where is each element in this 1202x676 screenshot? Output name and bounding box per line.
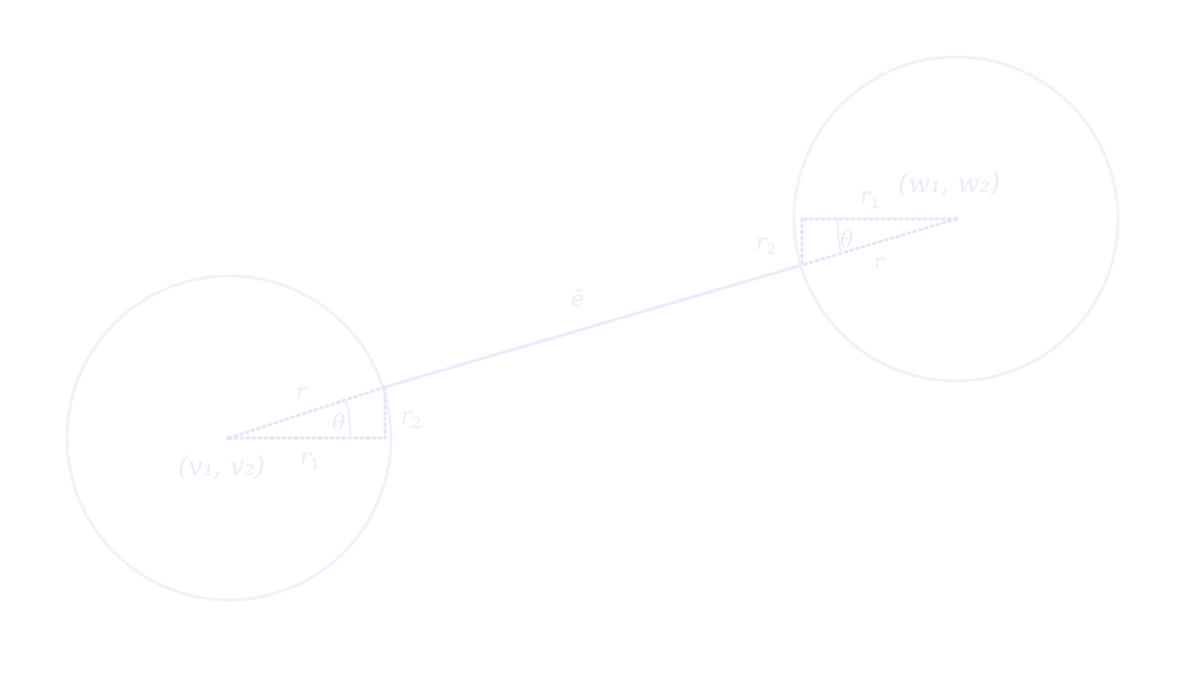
left-angle-arc <box>345 399 352 439</box>
left-radius-r <box>227 385 387 440</box>
right-angle-arc <box>836 218 842 254</box>
left-label-r1: r1 <box>300 445 320 473</box>
left-label-r2: r2 <box>401 404 421 432</box>
right-label-r: r <box>874 249 885 273</box>
right-radius-r <box>800 217 958 267</box>
right-center-point <box>953 216 959 222</box>
left-coord-label: (v₁, v₂) <box>178 452 265 482</box>
right-node: r1 (w₁, w₂) r2 θ r <box>756 55 1120 383</box>
edge-line <box>384 263 803 389</box>
right-label-r2: r2 <box>756 230 776 258</box>
edge-label: ẽ <box>571 287 584 312</box>
left-node-circle <box>65 274 393 602</box>
left-label-r: r <box>296 380 308 405</box>
left-label-theta: θ <box>332 411 345 436</box>
right-label-theta: θ <box>840 228 853 253</box>
right-node-circle <box>792 55 1120 383</box>
right-coord-label: (w₁, w₂) <box>898 169 1000 199</box>
left-center-point <box>226 435 232 441</box>
right-label-r1: r1 <box>860 184 880 212</box>
edge: ẽ <box>384 263 803 389</box>
left-node: r θ r1 r2 (v₁, v₂) <box>65 274 421 602</box>
